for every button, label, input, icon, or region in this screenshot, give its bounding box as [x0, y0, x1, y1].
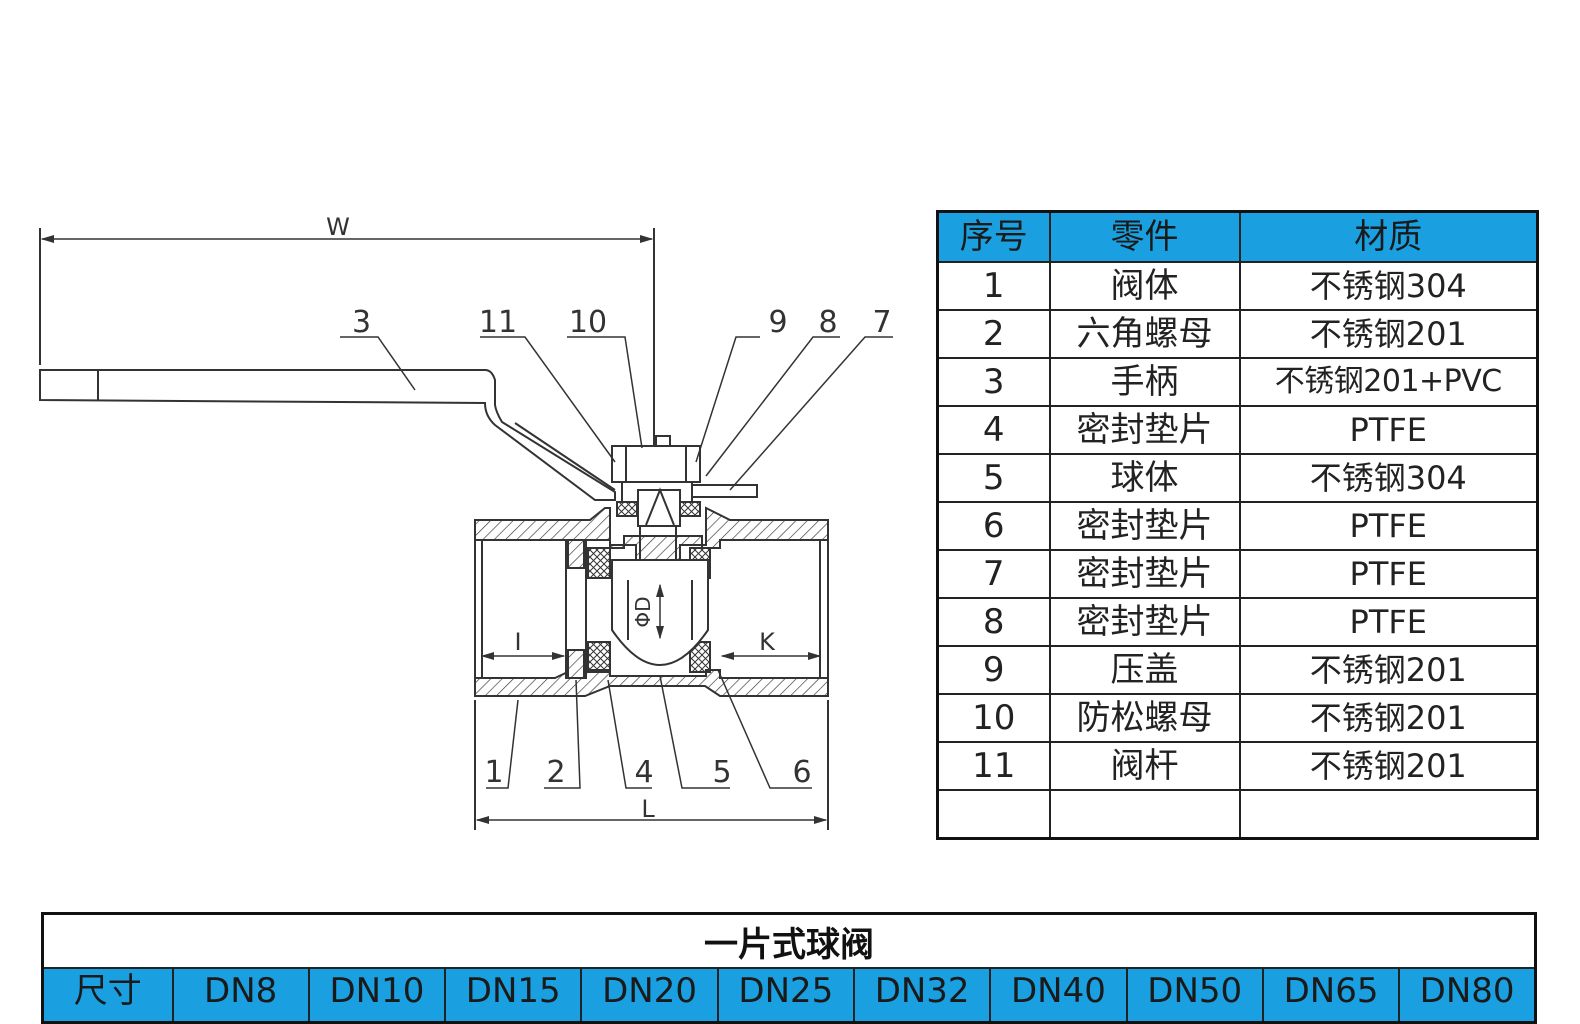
callout-4: 4: [634, 755, 653, 790]
row-part: 压盖: [1048, 645, 1241, 695]
parts-table-header: 序号 零件 材质: [936, 210, 1539, 263]
row-no: 6: [936, 501, 1051, 551]
row-material: 不锈钢201: [1238, 645, 1539, 695]
callout-10: 10: [569, 305, 607, 340]
dim-label-d: ΦD: [631, 596, 655, 627]
size-header-cell: DN25: [716, 967, 855, 1024]
dim-label-k: K: [759, 628, 776, 656]
callout-7: 7: [872, 305, 891, 340]
row-part: 球体: [1048, 453, 1241, 503]
row-part: 防松螺母: [1048, 693, 1241, 743]
size-table-header: 尺寸 DN8 DN10 DN15 DN20 DN25 DN32 DN40 DN5…: [41, 967, 1537, 1024]
row-no: 3: [936, 357, 1051, 407]
dim-label-i: I: [514, 628, 521, 656]
row-no: 9: [936, 645, 1051, 695]
row-material: 不锈钢201: [1238, 309, 1539, 359]
row-part: 六角螺母: [1048, 309, 1241, 359]
row-material: 不锈钢201: [1238, 741, 1539, 791]
valve-assembly-drawing: W L I K ΦD 3 11 10 9 8 7 1 2 4 5 6: [39, 213, 893, 830]
row-part: 密封垫片: [1048, 405, 1241, 455]
size-header-cell: DN40: [989, 967, 1128, 1024]
row-material: 不锈钢201+PVC: [1238, 357, 1539, 407]
row-no: 1: [936, 261, 1051, 311]
size-header-cell: DN20: [580, 967, 719, 1024]
size-header-cell: DN32: [852, 967, 992, 1024]
row-part: 密封垫片: [1048, 549, 1241, 599]
top-leaders: [340, 336, 893, 491]
size-header-cell: DN80: [1398, 967, 1537, 1024]
row-no: 10: [936, 693, 1051, 743]
row-material: 不锈钢304: [1238, 453, 1539, 503]
callout-11: 11: [479, 305, 517, 340]
size-header-cell: DN50: [1125, 967, 1264, 1024]
dimension-w: [39, 228, 655, 450]
row-no: 8: [936, 597, 1051, 647]
size-header-cell: DN15: [444, 967, 583, 1024]
row-no: 5: [936, 453, 1051, 503]
stem-assembly: [611, 435, 758, 572]
row-no: 11: [936, 741, 1051, 791]
row-material: 不锈钢304: [1238, 261, 1539, 311]
callout-6: 6: [792, 755, 811, 790]
row-part: 密封垫片: [1048, 501, 1241, 551]
callout-2: 2: [546, 755, 565, 790]
row-no: 2: [936, 309, 1051, 359]
row-material: PTFE: [1238, 405, 1539, 455]
row-material: PTFE: [1238, 549, 1539, 599]
valve-body: [474, 506, 829, 697]
dimension-l: [474, 700, 829, 830]
row-part: 阀杆: [1048, 741, 1241, 791]
callout-3: 3: [352, 305, 371, 340]
callout-5: 5: [712, 755, 731, 790]
callout-8: 8: [818, 305, 837, 340]
header-no: 序号: [936, 210, 1051, 263]
handle: [39, 369, 616, 501]
row-material: 不锈钢201: [1238, 693, 1539, 743]
callout-1: 1: [484, 755, 503, 790]
row-material: PTFE: [1238, 501, 1539, 551]
row-no: 4: [936, 405, 1051, 455]
size-table: 一片式球阀 尺寸 DN8 DN10 DN15 DN20 DN25 DN32 DN…: [41, 912, 1537, 1024]
row-no: [936, 789, 1051, 840]
row-no: 7: [936, 549, 1051, 599]
table-row: [936, 789, 1539, 840]
size-header-cell: DN65: [1261, 967, 1401, 1024]
row-part: [1048, 789, 1241, 840]
row-part: 手柄: [1048, 357, 1241, 407]
header-part: 零件: [1048, 210, 1241, 263]
size-header-cell: 尺寸: [41, 967, 174, 1024]
row-material: PTFE: [1238, 597, 1539, 647]
dim-label-w: W: [326, 213, 350, 241]
size-header-cell: DN8: [171, 967, 310, 1024]
row-part: 阀体: [1048, 261, 1241, 311]
size-header-cell: DN10: [307, 967, 447, 1024]
bottom-leaders: [486, 669, 812, 789]
row-material: [1238, 789, 1539, 840]
size-table-title: 一片式球阀: [41, 912, 1537, 969]
header-material: 材质: [1238, 210, 1539, 263]
row-part: 密封垫片: [1048, 597, 1241, 647]
callout-9: 9: [768, 305, 787, 340]
dim-label-l: L: [641, 795, 655, 823]
